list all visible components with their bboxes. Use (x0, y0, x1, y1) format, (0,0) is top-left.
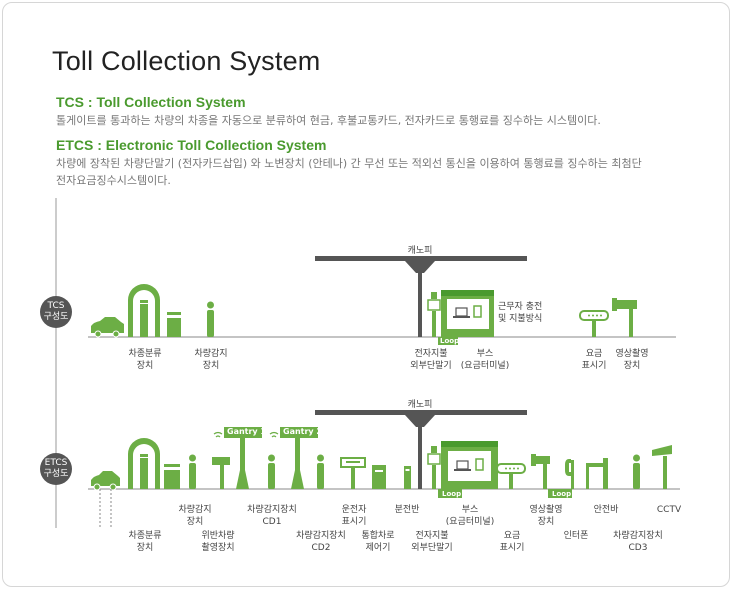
etcs-canopy-roof (315, 410, 527, 415)
etcs-integrated-controller-icon (372, 465, 386, 489)
tcs-barrier-icon (167, 312, 181, 337)
etcs-booth-icon (441, 441, 498, 489)
tcs-canopy-pillar (418, 272, 422, 337)
gantry-1-label: Gantry 1 (227, 427, 266, 436)
etcs-label-integrated-controller: 통합차로 제어기 (361, 531, 395, 553)
etcs-loop-1-label: Loop (442, 490, 462, 498)
etcs-cctv-icon (652, 445, 672, 489)
tcs-booth-note: 근무자 충전 및 지불방식 (498, 302, 543, 324)
tcs-label-booth: 부스 (요금터미널) (460, 349, 510, 371)
tcs-label-camera: 영상촬영 장치 (615, 349, 649, 371)
tcs-label-detector: 차량감지 장치 (194, 349, 228, 371)
tcs-loop-marker (438, 337, 458, 345)
tcs-canopy-label: 캐노피 (407, 246, 433, 256)
etcs-intercom-icon (565, 459, 574, 489)
etcs-car-icon (91, 471, 120, 491)
etcs-label-booth: 부스 (요금터미널) (445, 505, 495, 527)
etcs-safety-bar-icon (586, 458, 608, 489)
etcs-cd2-icon (317, 454, 324, 489)
page-title: Toll Collection System (52, 46, 321, 76)
tcs-booth-icon (441, 290, 494, 337)
etcs-label-violation-camera: 위반차량 촬영장치 (201, 531, 235, 553)
etcs-cd1-icon (268, 454, 275, 489)
tcs-car-icon (91, 317, 124, 338)
etcs-camera-icon (531, 454, 550, 489)
etcs-ground-ticks (99, 489, 112, 528)
tcs-canopy-roof (315, 256, 527, 261)
tcs-badge: TCS 구성도 (40, 296, 72, 328)
tcs-camera-icon (612, 298, 637, 337)
etcs-classifier-icon (128, 438, 160, 489)
etcs-payment-terminal-icon (427, 446, 441, 489)
etcs-label-cctv: CCTV (656, 505, 682, 515)
tcs-payment-terminal-icon (427, 292, 441, 337)
etcs-loop-2-label: Loop (552, 490, 572, 498)
tcs-label-classifier: 차종분류 장치 (128, 349, 162, 371)
etcs-label-driver-display: 운전자 표시기 (341, 505, 367, 527)
tcs-canopy-joint (405, 261, 435, 273)
etcs-label-safety-bar: 안전바 (593, 505, 619, 515)
etcs-switchboard-icon (404, 466, 411, 489)
etcs-violation-camera-icon (212, 457, 230, 489)
etcs-canopy-pillar (418, 426, 422, 489)
etcs-canopy-label: 캐노피 (407, 400, 433, 410)
etcs-label-cd1: 차량감지장치 CD1 (247, 505, 297, 527)
etcs-driver-display-icon (340, 457, 366, 489)
etcs-label-payment: 전자지불 외부단말기 (411, 531, 453, 553)
etcs-heading: ETCS : Electronic Toll Collection System (56, 137, 327, 153)
etcs-label-camera: 영상촬영 장치 (529, 505, 563, 527)
tcs-loop-label: Loop (440, 337, 460, 345)
etcs-loop-1-marker (438, 489, 462, 498)
tcs-label-fare-display: 요금 표시기 (581, 349, 607, 371)
gantry-2-label: Gantry 2 (283, 427, 322, 436)
etcs-label-fare-display: 요금 표시기 (499, 531, 525, 553)
etcs-fare-display-icon (496, 463, 526, 489)
tcs-description: 톨게이트를 통과하는 차량의 차종을 자동으로 분류하여 현금, 후불교통카드,… (56, 114, 601, 127)
etcs-label-intercom: 인터폰 (563, 531, 589, 541)
etcs-label-switchboard: 분전반 (394, 505, 420, 515)
tcs-fare-display-icon (579, 310, 609, 337)
gantry-1-icon (213, 427, 262, 489)
tcs-heading: TCS : Toll Collection System (56, 94, 246, 110)
etcs-description-2: 전자요금징수시스템이다. (56, 174, 171, 187)
etcs-barrier-icon (164, 464, 180, 489)
gantry-2-icon (269, 427, 318, 489)
etcs-cd3-icon (633, 454, 640, 489)
tcs-classifier-icon (128, 284, 160, 337)
etcs-canopy-joint (405, 415, 435, 427)
etcs-detector-icon (189, 454, 196, 489)
etcs-label-classifier: 차종분류 장치 (128, 531, 162, 553)
etcs-label-detector: 차량감지 장치 (178, 505, 212, 527)
tcs-detector-icon (207, 301, 214, 337)
tcs-label-payment: 전자지불 외부단말기 (410, 349, 452, 371)
etcs-loop-2-marker (548, 489, 572, 498)
etcs-description-1: 차량에 장착된 차량단말기 (전자카드삽입) 와 노변장치 (안테나) 간 무선… (56, 157, 642, 170)
etcs-label-cd3: 차량감지장치 CD3 (613, 531, 663, 553)
etcs-badge: ETCS 구성도 (40, 453, 72, 485)
etcs-label-cd2: 차량감지장치 CD2 (296, 531, 346, 553)
